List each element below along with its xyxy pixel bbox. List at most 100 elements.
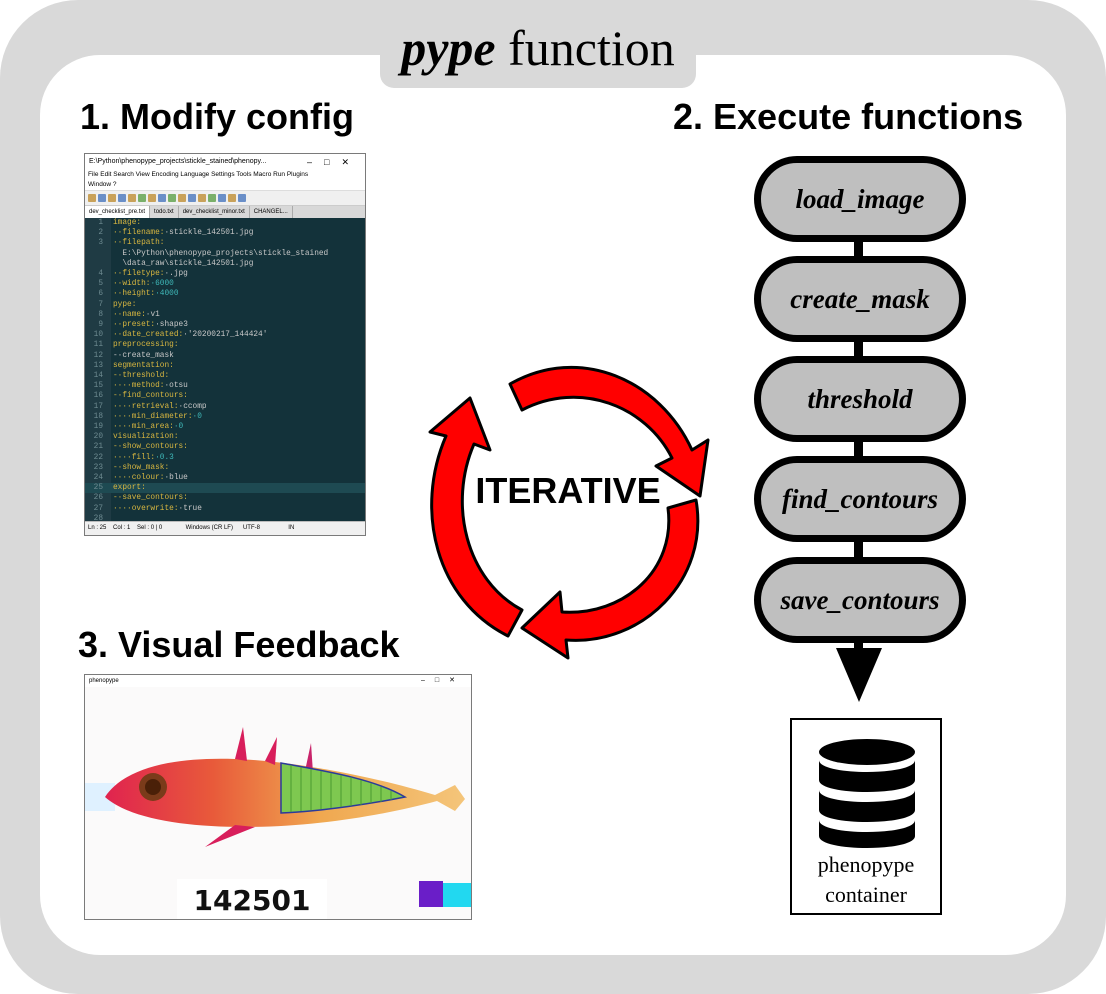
- yaml-key: ····min_area:: [113, 423, 174, 431]
- feedback-window: phenopype –□✕: [84, 674, 472, 920]
- line-number: 26: [93, 494, 103, 503]
- line-number: 14: [93, 372, 103, 380]
- line-number: 21: [93, 443, 103, 452]
- toolbar-icon: [158, 194, 166, 202]
- yaml-value: -·create_mask: [113, 351, 174, 360]
- line-number: 20: [93, 433, 103, 442]
- line-number: 19: [93, 423, 103, 431]
- yaml-value: ·0: [173, 423, 184, 431]
- toolbar-icon: [88, 194, 96, 202]
- line-number: 16: [93, 392, 103, 401]
- toolbar-icon: [178, 194, 186, 202]
- yaml-key: ····overwrite:: [113, 504, 179, 513]
- yaml-key: preprocessing:: [113, 341, 179, 350]
- yaml-key: ··width:: [113, 280, 151, 289]
- yaml-value: ·v1: [145, 310, 160, 319]
- line-number: 2: [98, 229, 103, 238]
- window-controls-icon: –□✕: [421, 677, 465, 684]
- phenopype-container: phenopype container: [790, 718, 942, 915]
- code-line: 2··filename:·stickle_142501.jpg: [85, 228, 365, 238]
- toolbar-icon: [198, 194, 206, 202]
- toolbar-icon: [128, 194, 136, 202]
- container-label-line-2: container: [825, 882, 907, 907]
- yaml-value: ·0.3: [155, 453, 174, 462]
- code-line: 13 segmentation:: [85, 361, 365, 371]
- heading-modify-config: 1. Modify config: [80, 96, 354, 137]
- iterative-label: ITERATIVE: [475, 470, 661, 511]
- line-number: 6: [98, 290, 103, 299]
- yaml-value: ·'20200217_144424': [183, 331, 268, 340]
- editor-menu-row-1: File Edit Search View Encoding Language …: [88, 171, 309, 178]
- viewer-title: phenopype: [89, 678, 119, 684]
- yaml-key: -·find_contours:: [113, 392, 188, 401]
- line-number: 8: [98, 310, 103, 319]
- container-label-line-1: phenopype: [817, 852, 915, 877]
- code-line: 3··filepath:: [85, 238, 365, 248]
- yaml-value: ·blue: [164, 474, 188, 482]
- pipeline-step: load_image: [754, 156, 966, 242]
- code-line: 23-·show_mask:: [85, 463, 365, 473]
- yaml-value: ·4000: [155, 290, 179, 299]
- line-number: 4: [98, 270, 103, 278]
- code-line: \data_raw\stickle_142501.jpg: [85, 259, 365, 269]
- yaml-value: ·stickle_142501.jpg: [164, 229, 254, 238]
- editor-statusbar: Ln : 25 Col : 1 Sel : 0 | 0 Windows (CR …: [85, 521, 365, 535]
- cycle-arrow-bottom: [520, 498, 700, 660]
- code-line: 17····retrieval:·ccomp: [85, 402, 365, 412]
- iterative-cycle: [428, 365, 710, 660]
- editor-tab: dev_checklist_pre.txt: [85, 206, 151, 218]
- yaml-value: ·6000: [150, 280, 174, 289]
- line-number: 10: [93, 331, 103, 340]
- yaml-value: ·ccomp: [178, 402, 207, 411]
- line-number: 24: [93, 474, 103, 482]
- code-line: 19 ····min_area:·0: [85, 422, 365, 432]
- toolbar-icon: [108, 194, 116, 202]
- title-code: pype: [401, 20, 496, 76]
- code-line: 22····fill:·0.3: [85, 453, 365, 463]
- line-number: 5: [98, 280, 103, 289]
- code-line: 27 ····overwrite:·true: [85, 504, 365, 514]
- yaml-value: ·.jpg: [164, 270, 188, 278]
- yaml-key: ····method:: [113, 382, 165, 391]
- editor-titlebar: E:\Python\phenopype_projects\stickle_sta…: [85, 154, 365, 170]
- line-number: 13: [93, 361, 103, 370]
- title-rest: function: [495, 20, 675, 76]
- line-number: 17: [93, 402, 103, 411]
- line-number: 27: [93, 504, 103, 513]
- yaml-value: E:\Python\phenopype_projects\stickle_sta…: [113, 249, 329, 258]
- down-arrow-icon: [836, 648, 882, 702]
- toolbar-icon: [228, 194, 236, 202]
- yaml-key: ··filepath:: [113, 239, 165, 248]
- line-number: 28: [93, 514, 103, 523]
- code-line: 9··preset:·shape3: [85, 320, 365, 330]
- editor-title: E:\Python\phenopype_projects\stickle_sta…: [89, 158, 267, 165]
- yaml-key: export:: [113, 484, 146, 493]
- editor-toolbar: [85, 190, 365, 206]
- code-line: 21-·show_contours:: [85, 442, 365, 452]
- editor-tab: todo.txt: [150, 206, 179, 218]
- yaml-value: ·true: [178, 504, 202, 513]
- yaml-key: -·threshold:: [113, 372, 170, 380]
- line-number: 9: [98, 321, 103, 329]
- yaml-key: ··filetype:: [113, 270, 165, 278]
- editor-tab: CHANGEL...: [250, 206, 293, 218]
- code-line: 12-·create_mask: [85, 351, 365, 361]
- code-line: 16 -·find_contours:: [85, 391, 365, 401]
- code-line: 6 ··height:·4000: [85, 289, 365, 299]
- yaml-key: ····fill:: [113, 453, 156, 462]
- title-tab: pype function: [380, 16, 696, 88]
- yaml-key: segmentation:: [113, 361, 174, 370]
- database-icon: [819, 739, 915, 848]
- yaml-key: ····min_diameter:: [113, 412, 193, 421]
- toolbar-icon: [188, 194, 196, 202]
- pipeline-step: threshold: [754, 356, 966, 442]
- line-number: 15: [93, 382, 103, 391]
- yaml-key: ··height:: [113, 290, 156, 299]
- yaml-value: ·0: [192, 412, 202, 421]
- toolbar-icon: [98, 194, 106, 202]
- line-number: 1: [98, 219, 103, 227]
- line-number: 23: [93, 463, 103, 472]
